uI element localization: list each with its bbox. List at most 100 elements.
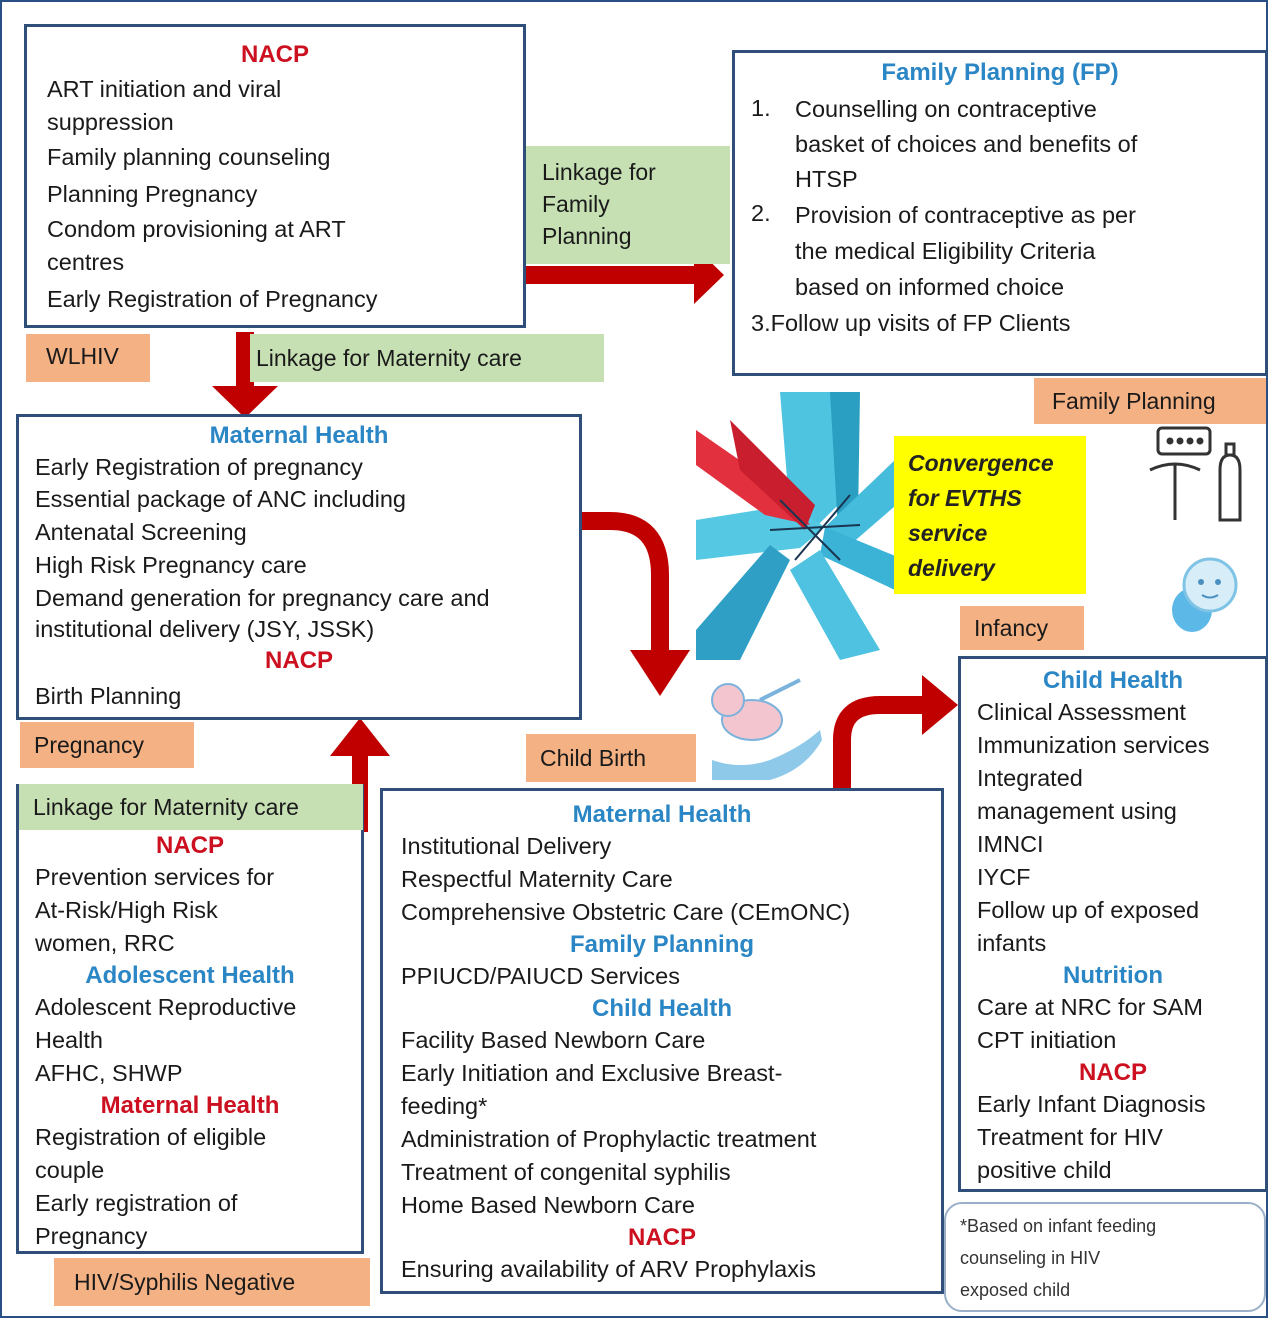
child-nacp-title: NACP	[1078, 1059, 1147, 1086]
adolescent-item: AFHC, SHWP	[35, 1060, 183, 1086]
linkage-maternity-left: Linkage for Maternity care	[19, 784, 363, 830]
arrow-to-child-birth	[580, 512, 690, 696]
prevention-maternal-title: Maternal Health	[100, 1092, 280, 1119]
prevention-maternal-item: Pregnancy	[35, 1223, 148, 1249]
maternal-health-box: Maternal Health Early Registration of pr…	[16, 414, 582, 720]
arrow-to-maternal-health	[212, 332, 278, 418]
tag-child-birth: Child Birth	[526, 734, 696, 782]
nacp-services-box: NACP ART initiation and viral suppressio…	[24, 24, 526, 328]
childbirth-maternal-title: Maternal Health	[572, 801, 752, 828]
child-item: Follow up of exposed	[977, 897, 1200, 923]
child-health-box: Child Health Clinical Assessment Immuniz…	[958, 656, 1268, 1192]
arrow-to-child-health	[833, 675, 958, 790]
prevention-item: Prevention services for	[35, 864, 275, 890]
fp-item-line: HTSP	[795, 166, 858, 192]
tag-pregnancy: Pregnancy	[20, 722, 194, 768]
maternal-item: Demand generation for pregnancy care and	[35, 585, 490, 611]
linkage-maternity-top: Linkage for Maternity care	[250, 334, 604, 382]
linkage-fp-line: Planning	[542, 223, 632, 249]
maternal-item: Antenatal Screening	[35, 519, 247, 545]
childbirth-maternal-item: Institutional Delivery	[401, 833, 612, 859]
nutrition-item: CPT initiation	[977, 1027, 1117, 1053]
fp-item-line: Provision of contraceptive as per	[795, 202, 1136, 228]
nacp-item: centres	[47, 249, 125, 275]
footnote-line: exposed child	[960, 1280, 1071, 1300]
nacp-item: Condom provisioning at ART	[47, 216, 346, 242]
childbirth-child-item: Treatment of congenital syphilis	[401, 1159, 731, 1185]
nacp-item: suppression	[47, 109, 174, 135]
child-nacp-item: Early Infant Diagnosis	[977, 1091, 1206, 1117]
child-item: IMNCI	[977, 831, 1044, 857]
tag-infancy: Infancy	[960, 606, 1084, 650]
nacp-item: Family planning counseling	[47, 144, 331, 170]
footnote-line: counseling in HIV	[960, 1248, 1101, 1268]
convergence-line: Convergence	[908, 450, 1054, 476]
convergence-line: for EVTHS	[908, 485, 1022, 511]
fp-item-number: 2.	[751, 200, 771, 226]
childbirth-fp-item: PPIUCD/PAIUCD Services	[401, 963, 681, 989]
newborn-hand-icon	[711, 678, 822, 780]
child-item: Immunization services	[977, 732, 1210, 758]
childbirth-child-item: Home Based Newborn Care	[401, 1192, 695, 1218]
childbirth-nacp-title: NACP	[627, 1224, 696, 1251]
prevention-maternal-item: couple	[35, 1157, 105, 1183]
child-item: Clinical Assessment	[977, 699, 1186, 725]
childbirth-nacp-item: Ensuring availability of ARV Prophylaxis	[401, 1256, 816, 1282]
contraceptive-icons	[1149, 426, 1242, 522]
child-item: management using	[977, 798, 1177, 824]
nacp-title: NACP	[240, 41, 309, 68]
child-item: IYCF	[977, 864, 1031, 890]
fp-item-1: 1. Counselling on contraceptive basket o…	[751, 92, 1265, 197]
fp-item-line: based on informed choice	[795, 274, 1065, 300]
footnote-infant-feeding: *Based on infant feeding counseling in H…	[944, 1202, 1266, 1312]
prevention-nacp-title: NACP	[155, 832, 224, 859]
childbirth-maternal-item: Respectful Maternity Care	[401, 866, 673, 892]
convergence-graphic	[696, 392, 925, 660]
tag-family-planning: Family Planning	[1034, 378, 1266, 424]
maternal-title: Maternal Health	[209, 422, 389, 449]
child-item: infants	[977, 930, 1047, 956]
nutrition-item: Care at NRC for SAM	[977, 994, 1203, 1020]
convergence-line: delivery	[908, 555, 995, 581]
fp-item-3: 3.Follow up visits of FP Clients	[751, 310, 1071, 336]
childbirth-child-item: Early Initiation and Exclusive Breast-	[401, 1060, 783, 1086]
prevention-item: women, RRC	[35, 930, 175, 956]
nacp-item: Early Registration of Pregnancy	[47, 286, 378, 312]
maternal-item: High Risk Pregnancy care	[35, 552, 307, 578]
maternal-item: Early Registration of pregnancy	[35, 454, 363, 480]
childbirth-child-item: Facility Based Newborn Care	[401, 1027, 706, 1053]
tag-wlhiv: WLHIV	[26, 334, 150, 382]
nutrition-title: Nutrition	[1063, 962, 1163, 989]
prevention-maternal-item: Early registration of	[35, 1190, 238, 1216]
adolescent-item: Health	[35, 1027, 103, 1053]
footnote-line: *Based on infant feeding	[960, 1216, 1157, 1236]
fp-item-line: Counselling on contraceptive	[795, 96, 1097, 122]
maternal-item: Essential package of ANC including	[35, 486, 406, 512]
fp-item-number: 1.	[751, 95, 771, 121]
prevention-maternal-item: Registration of eligible	[35, 1124, 267, 1150]
nacp-item: Planning Pregnancy	[47, 181, 258, 207]
maternal-nacp-title: NACP	[264, 647, 333, 674]
adolescent-title: Adolescent Health	[85, 962, 295, 989]
child-nacp-item: positive child	[977, 1157, 1112, 1183]
child-birth-services-box: Maternal Health Institutional Delivery R…	[380, 788, 944, 1294]
linkage-fp-line: Family	[542, 191, 610, 217]
childbirth-maternal-item: Comprehensive Obstetric Care (CEmONC)	[401, 899, 851, 925]
convergence-line: service	[908, 520, 988, 546]
prevention-item: At-Risk/High Risk	[35, 897, 218, 923]
family-planning-box: Family Planning (FP) 1. Counselling on c…	[732, 50, 1268, 376]
childbirth-child-item: Administration of Prophylactic treatment	[401, 1126, 817, 1152]
maternal-item: institutional delivery (JSY, JSSK)	[35, 616, 375, 642]
child-title: Child Health	[1042, 667, 1183, 694]
child-item: Integrated	[977, 765, 1083, 791]
childbirth-fp-title: Family Planning	[569, 931, 755, 958]
infant-icon	[1172, 557, 1238, 632]
maternal-nacp-item: Birth Planning	[35, 683, 182, 709]
childbirth-child-title: Child Health	[591, 995, 732, 1022]
fp-item-line: the medical Eligibility Criteria	[795, 238, 1096, 264]
tag-hiv-syphilis-negative: HIV/Syphilis Negative	[54, 1258, 370, 1306]
nacp-item: ART initiation and viral	[47, 76, 282, 102]
fp-title: Family Planning (FP)	[881, 59, 1119, 86]
prevention-services-box: Linkage for Maternity care NACP Preventi…	[16, 784, 364, 1254]
